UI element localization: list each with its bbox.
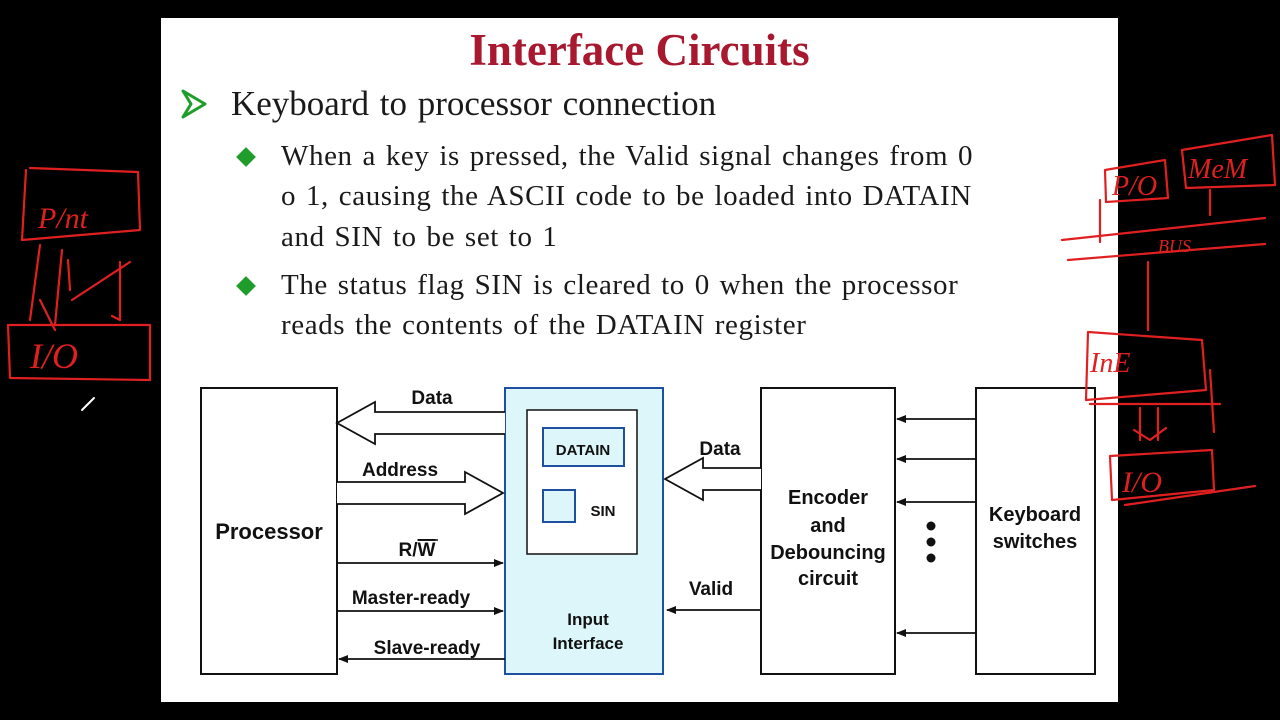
valid-label: Valid: [689, 579, 733, 600]
encoder-label-1: Encoder: [788, 487, 868, 509]
ellipsis-dot: [926, 553, 936, 563]
sin-flag: [542, 489, 576, 523]
data-right-label: Data: [699, 439, 741, 460]
master-ready-label: Master-ready: [352, 588, 471, 609]
keyboard-label-2: switches: [993, 531, 1077, 553]
subbullet-2-line-2: reads the contents of the DATAIN registe…: [281, 309, 807, 341]
input-interface-label-2: Interface: [553, 634, 624, 653]
rw-w-label: W: [418, 540, 436, 561]
rw-r-label: R/: [399, 540, 419, 561]
input-interface-label-1: Input: [567, 610, 609, 629]
encoder-label-3: Debouncing: [770, 542, 886, 564]
main-bullet-text: Keyboard to processor connection: [231, 84, 717, 123]
slide-title: Interface Circuits: [469, 25, 810, 75]
keyboard-switches-box: [975, 387, 1096, 675]
data-top-label: Data: [411, 388, 453, 409]
sin-label: SIN: [590, 503, 615, 520]
subbullet-2-line-1: The status flag SIN is cleared to 0 when…: [281, 269, 959, 301]
datain-label: DATAIN: [556, 442, 610, 459]
subbullet-1-line-1: When a key is pressed, the Valid signal …: [281, 140, 974, 172]
encoder-label-2: and: [810, 515, 846, 537]
processor-label: Processor: [215, 519, 323, 544]
slave-ready-label: Slave-ready: [374, 638, 481, 659]
processor-box: [200, 387, 338, 675]
rw-label: R/W: [399, 540, 436, 561]
encoder-label-4: circuit: [798, 568, 858, 590]
arrow-bullet-icon: [181, 89, 207, 119]
datain-register: [542, 427, 625, 467]
encoder-box: [760, 387, 896, 675]
address-bus-arrow: [337, 470, 505, 516]
subbullet-1-line-3: and SIN to be set to 1: [281, 221, 558, 253]
subbullet-1-line-2: o 1, causing the ASCII code to be loaded…: [281, 180, 972, 212]
encoder-data-arrow: [663, 456, 761, 502]
address-label: Address: [362, 460, 438, 481]
keyboard-label-1: Keyboard: [989, 504, 1081, 526]
data-bus-arrow: [335, 400, 505, 446]
ellipsis-dot: [926, 521, 936, 531]
ellipsis-dot: [926, 537, 936, 547]
